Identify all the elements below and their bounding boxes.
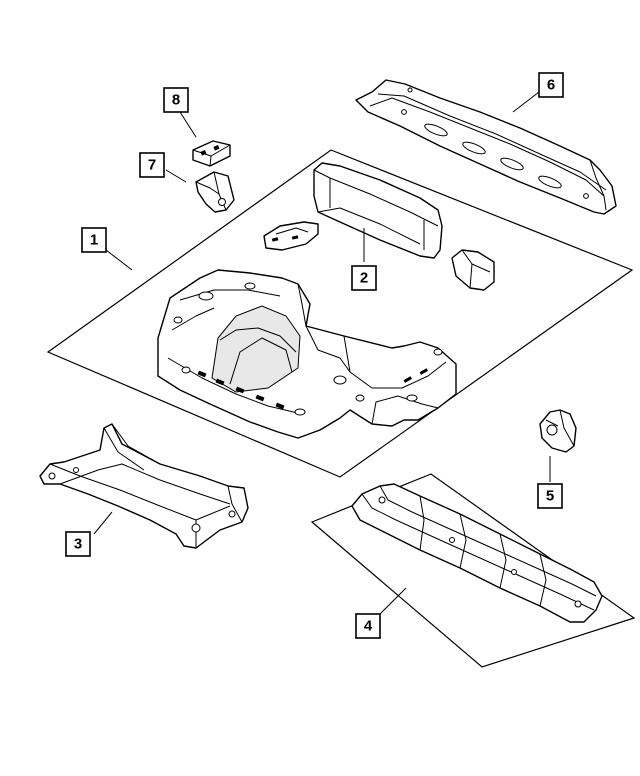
leader-line-1 (105, 249, 133, 271)
front-crossmember-part[interactable] (39, 423, 249, 549)
callout-7[interactable]: 7 (139, 152, 165, 178)
leader-line-8 (179, 111, 197, 138)
leader-line-6 (512, 91, 540, 113)
mounting-bracket-part[interactable] (539, 409, 577, 453)
callout-3-label: 3 (74, 536, 82, 553)
floor-pan-assembly-part[interactable] (157, 269, 457, 439)
callout-2-label: 2 (360, 270, 368, 287)
support-bracket-part[interactable] (195, 171, 235, 213)
callout-8[interactable]: 8 (163, 87, 189, 113)
rear-crossmember-part[interactable] (351, 483, 603, 623)
leader-line-7 (165, 169, 187, 183)
callout-6-label: 6 (547, 77, 555, 94)
floor-pan-rear-bracket-group-part[interactable] (263, 162, 495, 291)
callout-2[interactable]: 2 (351, 265, 377, 291)
callout-6[interactable]: 6 (538, 72, 564, 98)
callout-1-label: 1 (90, 232, 98, 249)
callout-7-label: 7 (148, 157, 156, 174)
callout-8-label: 8 (172, 92, 180, 109)
callout-4[interactable]: 4 (355, 613, 381, 639)
callout-1[interactable]: 1 (81, 227, 107, 253)
callout-4-label: 4 (364, 618, 373, 635)
callout-5-label: 5 (546, 488, 554, 505)
reinforcement-plate-part[interactable] (192, 140, 231, 167)
callout-3[interactable]: 3 (65, 531, 91, 557)
floor-pan-plate-outline (46, 149, 634, 478)
callout-5[interactable]: 5 (537, 483, 563, 509)
rear-floor-crossmember-part[interactable] (355, 79, 617, 215)
leader-line-4 (379, 587, 407, 615)
leader-line-3 (93, 511, 113, 535)
